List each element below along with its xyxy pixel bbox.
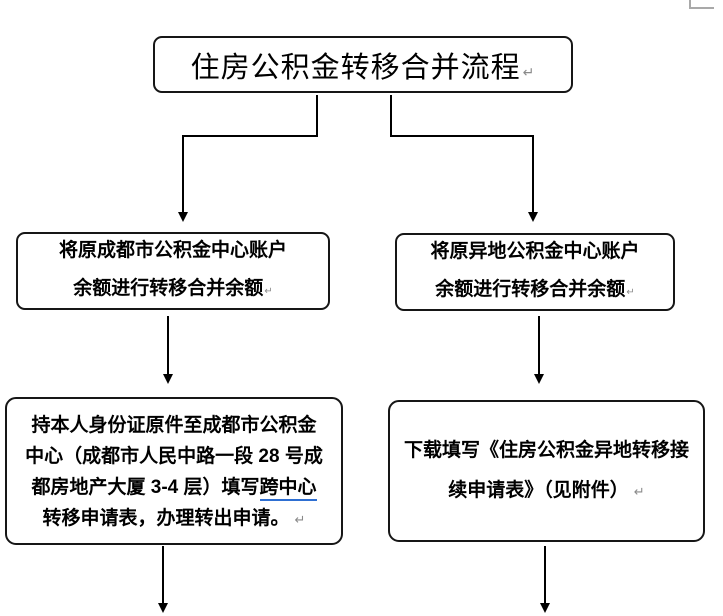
connector-title-stem-right [390, 95, 392, 137]
right-step1-box: 将原异地公积金中心账户 余额进行转移合并余额↵ [395, 233, 675, 311]
connector-title-stem-left [316, 95, 318, 137]
left-step2-line2: 中心（成都市人民中路一段 28 号成 [25, 446, 323, 467]
grammar-check-underlined-text: 跨中心 [259, 477, 317, 501]
left-step1-line1: 将原成都市公积金中心账户 [58, 239, 287, 261]
arrowhead-icon [178, 212, 188, 222]
connector-elbow-left [182, 135, 318, 137]
paragraph-return-icon: ↵ [626, 286, 635, 298]
right-step2-line1: 下载填写《住房公积金异地转移接 [403, 439, 689, 461]
arrow-right-step1-to-step2 [538, 316, 540, 376]
right-step1-line1: 将原异地公积金中心账户 [430, 240, 640, 262]
arrowhead-icon [534, 374, 544, 384]
left-step2-line1: 持本人身份证原件至成都市公积金 [31, 415, 317, 436]
table-corner-mark-vertical [689, 0, 691, 8]
paragraph-return-icon: ↵ [294, 512, 306, 527]
arrow-right-step2-next [544, 546, 546, 604]
left-step1-box: 将原成都市公积金中心账户 余额进行转移合并余额↵ [16, 232, 330, 310]
paragraph-return-icon: ↵ [633, 483, 645, 499]
right-step2-box: 下载填写《住房公积金异地转移接 续申请表》（见附件）↵ [388, 400, 705, 542]
left-step1-line2: 余额进行转移合并余额↵ [73, 270, 272, 311]
right-step1-line2: 余额进行转移合并余额↵ [435, 271, 634, 312]
title-box: 住房公积金转移合并流程 ↵ [153, 36, 573, 93]
connector-drop-right [532, 135, 534, 213]
left-step2-box: 持本人身份证原件至成都市公积金 中心（成都市人民中路一段 28 号成 都房地产大… [5, 397, 343, 545]
right-step2-line2-text: 续申请表》（见附件） [448, 479, 629, 501]
connector-drop-left [182, 135, 184, 213]
arrowhead-icon [163, 374, 173, 384]
right-step2-line2: 续申请表》（见附件）↵ [448, 471, 644, 512]
left-step2-line4-text: 转移申请表，办理转出申请。 [42, 508, 290, 529]
arrowhead-icon [540, 603, 550, 613]
left-step2-line4: 转移申请表，办理转出申请。 ↵ [43, 503, 306, 535]
arrowhead-icon [528, 212, 538, 222]
left-step1-line2-text: 余额进行转移合并余额 [73, 277, 264, 299]
left-step2-line3: 都房地产大厦 3-4 层）填写跨中心 [31, 472, 317, 503]
paragraph-return-icon: ↵ [522, 64, 536, 80]
connector-elbow-right [390, 135, 534, 137]
arrowhead-icon [158, 603, 168, 613]
arrow-left-step2-next [162, 546, 164, 604]
left-step2-line3-text: 都房地产大厦 3-4 层）填写 [31, 477, 260, 498]
arrow-left-step1-to-step2 [167, 316, 169, 376]
table-corner-mark-horizontal [689, 7, 714, 9]
right-step1-line2-text: 余额进行转移合并余额 [435, 278, 626, 300]
paragraph-return-icon: ↵ [264, 285, 273, 297]
title-text: 住房公积金转移合并流程 [190, 51, 521, 84]
